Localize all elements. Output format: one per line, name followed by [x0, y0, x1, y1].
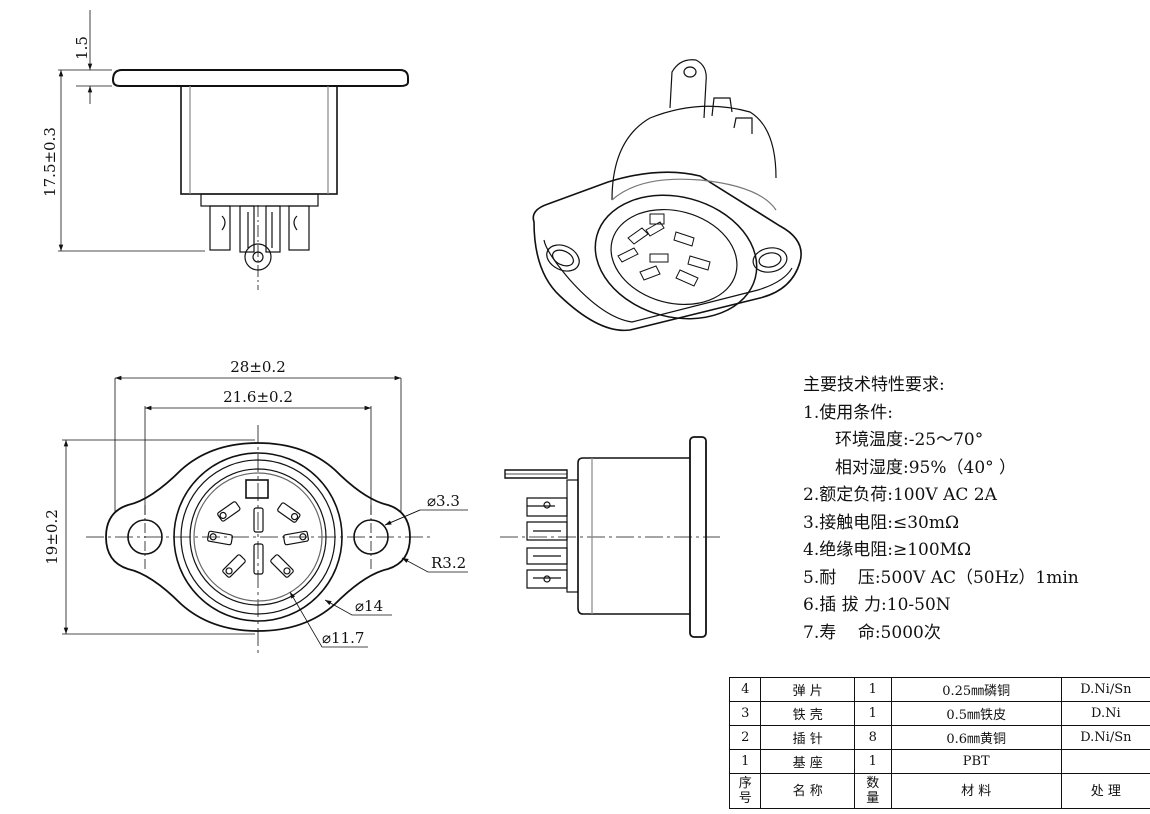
bom-cell: D.Ni/Sn	[1060, 677, 1150, 702]
dim-hole-dia: ⌀3.3	[427, 492, 460, 510]
header-cell: 处 理	[1060, 773, 1150, 809]
bom-cell: 基 座	[760, 749, 855, 774]
header-cell: 序号	[728, 773, 762, 809]
bom-cell: 3	[728, 701, 762, 726]
bom-cell: 1	[853, 749, 892, 774]
spec-item: 5.耐 压:500V AC（50Hz）1min	[803, 567, 1079, 588]
rear-side-view	[500, 436, 720, 638]
table-row: 4 弹 片 1 0.25㎜磷铜 D.Ni/Sn	[728, 677, 1150, 702]
spec-item: 7.寿 命:5000次	[803, 622, 941, 643]
table-row: 3 铁 壳 1 0.5㎜铁皮 D.Ni	[728, 701, 1150, 726]
dim-corner-radius: R3.2	[431, 554, 466, 572]
bom-cell: 8	[853, 725, 892, 750]
bom-cell: 2	[728, 725, 762, 750]
header-cell: 数量	[853, 773, 892, 809]
spec-item: 3.接触电阻:≤30mΩ	[803, 512, 960, 533]
bom-cell: 1	[853, 677, 892, 702]
bom-cell: 弹 片	[760, 677, 855, 702]
dim-outer-dia: ⌀14	[355, 597, 383, 615]
bom-cell	[1060, 749, 1150, 774]
front-view	[62, 375, 468, 655]
table-row: 1 基 座 1 PBT	[728, 749, 1150, 774]
bom-cell: 1	[853, 701, 892, 726]
bom-cell: 1	[728, 749, 762, 774]
dim-flange-thickness: 1.5	[73, 36, 91, 60]
header-cell: 材 料	[890, 773, 1062, 809]
dimension-labels: 1.5 17.5±0.3 28±0.2 21.6±0.2 19±0.2 ⌀3.3…	[41, 36, 466, 647]
dim-hole-spacing: 21.6±0.2	[223, 388, 293, 406]
bom-cell: 0.25㎜磷铜	[890, 677, 1062, 702]
bom-cell: 0.6㎜黄铜	[890, 725, 1062, 750]
header-cell: 名 称	[760, 773, 855, 809]
dim-body-height: 17.5±0.3	[41, 127, 59, 197]
bom-cell: D.Ni	[1060, 701, 1150, 726]
spec-title: 主要技术特性要求:	[803, 375, 945, 395]
spec-item: 4.绝缘电阻:≥100MΩ	[803, 540, 972, 560]
bom-cell: 0.5㎜铁皮	[890, 701, 1062, 726]
dim-flange-height: 19±0.2	[43, 509, 61, 565]
spec-item: 1.使用条件:	[803, 402, 893, 423]
iso-view	[532, 59, 802, 332]
side-view	[58, 10, 409, 290]
table-row: 2 插 针 8 0.6㎜黄铜 D.Ni/Sn	[728, 725, 1150, 750]
spec-item: 6.插 拔 力:10-50N	[803, 595, 951, 615]
spec-item: 环境温度:-25～70°	[835, 430, 984, 450]
bom-cell: D.Ni/Sn	[1060, 725, 1150, 750]
bom-cell: 铁 壳	[760, 701, 855, 726]
spec-item: 2.额定负荷:100V AC 2A	[803, 485, 997, 505]
table-header-row: 序号 名 称 数量 材 料 处 理	[728, 773, 1150, 809]
bill-of-materials: 4 弹 片 1 0.25㎜磷铜 D.Ni/Sn 3 铁 壳 1 0.5㎜铁皮 D…	[728, 677, 1150, 809]
bom-cell: 4	[728, 677, 762, 702]
spec-item: 相对湿度:95%（40° ）	[835, 457, 1017, 478]
dim-overall-width: 28±0.2	[230, 358, 286, 376]
bom-cell: PBT	[890, 749, 1062, 774]
bom-cell: 插 针	[760, 725, 855, 750]
dim-inner-dia: ⌀11.7	[322, 629, 364, 647]
technical-requirements: 主要技术特性要求: 1.使用条件: 环境温度:-25～70° 相对湿度:95%（…	[803, 372, 1143, 647]
